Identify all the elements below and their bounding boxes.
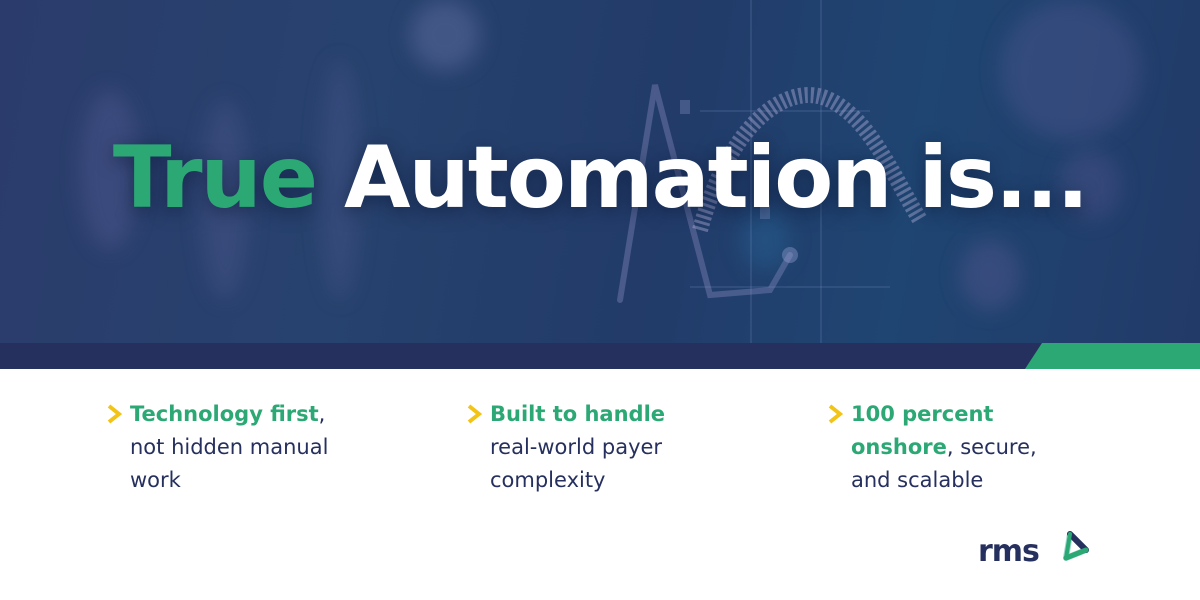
feature-item: Technology first, not hidden manual work: [107, 398, 410, 497]
headline-rest: Automation is...: [316, 128, 1089, 228]
chevron-right-icon: [828, 404, 843, 424]
bokeh-light: [1060, 150, 1120, 220]
bokeh-light: [80, 90, 140, 250]
divider-band: [0, 343, 1200, 369]
feature-text: and scalable: [851, 468, 984, 492]
bokeh-light: [1000, 0, 1140, 140]
headline-accent: True: [112, 128, 318, 228]
feature-item: Built to handle real-world payer complex…: [467, 398, 770, 497]
bokeh-light: [200, 100, 250, 300]
grid-line: [750, 0, 752, 343]
feature-text: real-world payer: [490, 435, 663, 459]
hero-banner: True Automation is...: [0, 0, 1200, 343]
feature-highlight: Built to handle: [490, 402, 666, 426]
feature-highlight: 100 percent: [851, 402, 994, 426]
headline: True Automation is...: [0, 128, 1200, 228]
logo-text: rms: [978, 534, 1040, 569]
grid-line: [820, 0, 822, 343]
feature-text: complexity: [490, 468, 606, 492]
waveform-graphic: [617, 84, 927, 303]
feature-highlight: onshore: [851, 435, 947, 459]
feature-highlight: Technology first: [130, 402, 319, 426]
chevron-right-icon: [107, 404, 122, 424]
grid-line: [690, 286, 890, 288]
grid-line: [700, 110, 870, 112]
divider-accent: [1025, 343, 1200, 369]
chevron-right-icon: [467, 404, 482, 424]
feature-item: 100 percent onshore, secure, and scalabl…: [828, 398, 1131, 497]
feature-text: ,: [318, 402, 326, 426]
bokeh-light: [320, 60, 360, 300]
bokeh-light: [410, 0, 480, 70]
feature-text: not hidden manual: [130, 435, 329, 459]
feature-text: , secure,: [946, 435, 1037, 459]
bokeh-light: [960, 240, 1020, 310]
bokeh-light: [740, 210, 790, 270]
feature-text: work: [130, 468, 181, 492]
logo-mark-icon: [1063, 531, 1089, 561]
